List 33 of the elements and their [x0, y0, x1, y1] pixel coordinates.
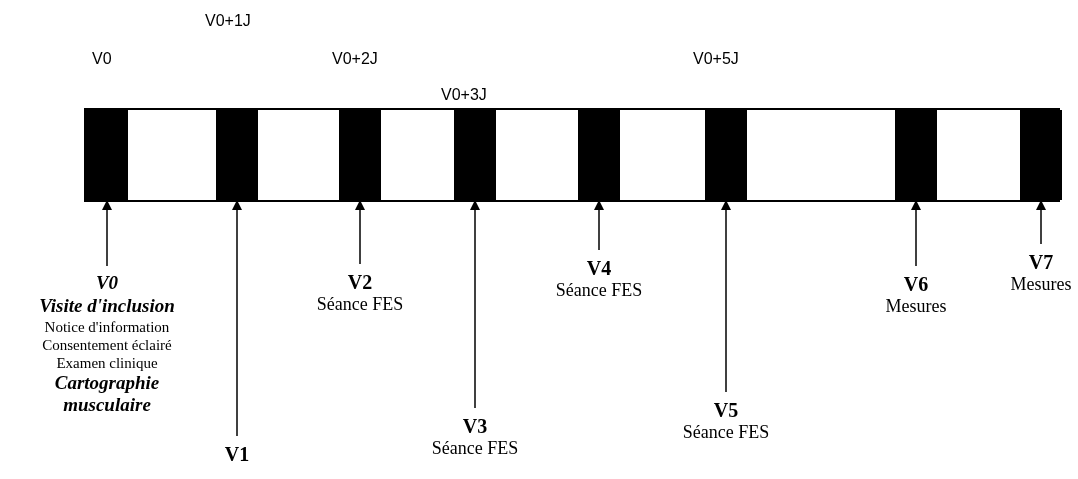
day-label: V0 [92, 50, 112, 68]
visit-block [895, 110, 937, 200]
visit-block [86, 110, 128, 200]
timeline-bar [84, 108, 1060, 202]
visit-description: Mesures [884, 296, 948, 318]
visit-heading: Cartographie musculaire [53, 371, 161, 418]
visit-block [454, 110, 496, 200]
visit-detail: Notice d'information [43, 317, 171, 336]
visit-number: V5 [712, 398, 740, 422]
visit-block [1020, 110, 1062, 200]
visit-number: V3 [461, 414, 489, 438]
visit-detail: Consentement éclairé [41, 335, 173, 354]
day-label: V0+5J [693, 50, 739, 68]
visit-number: V6 [902, 272, 930, 296]
day-label: V0+1J [205, 12, 251, 30]
visit-heading: Visite d'inclusion [38, 294, 176, 318]
day-label: V0+3J [441, 86, 487, 104]
visit-block [578, 110, 620, 200]
visit-heading: V0 [94, 272, 120, 295]
visit-number: V2 [346, 270, 374, 294]
visit-description: Mesures [1009, 274, 1073, 296]
visit-number: V7 [1027, 250, 1055, 274]
visit-number: V1 [223, 442, 251, 466]
visit-block [705, 110, 747, 200]
visit-block [216, 110, 258, 200]
visit-description: Séance FES [315, 294, 405, 316]
visit-description: Séance FES [554, 280, 644, 302]
visit-description: Séance FES [430, 438, 520, 460]
day-label: V0+2J [332, 50, 378, 68]
visit-description: Séance FES [681, 422, 771, 444]
visit-number: V4 [585, 256, 613, 280]
visit-detail: Examen clinique [55, 353, 159, 372]
visit-block [339, 110, 381, 200]
